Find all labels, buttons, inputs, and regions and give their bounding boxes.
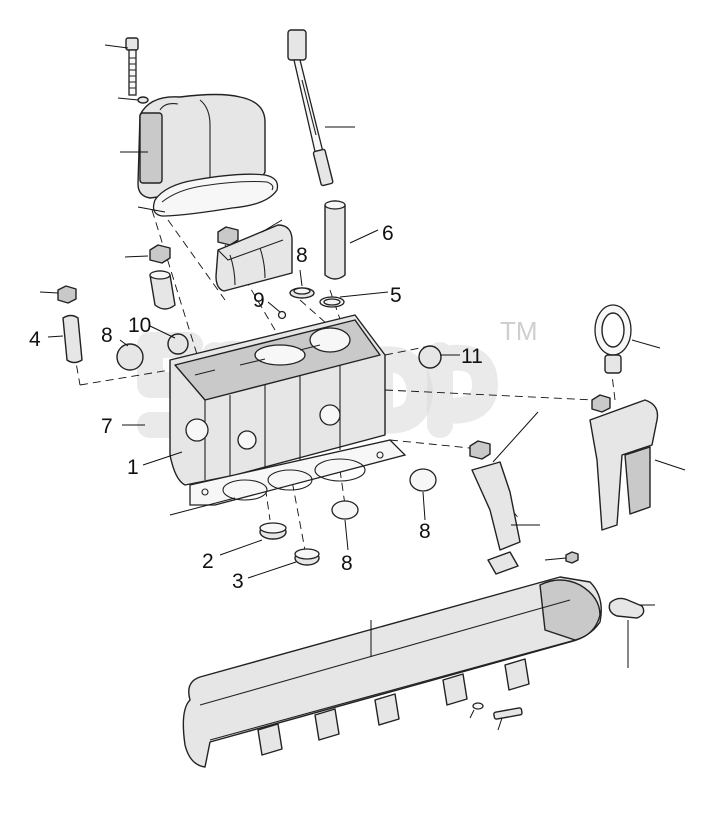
fuel-rail [182,576,602,768]
valve-cover [137,93,266,199]
watermark-tm: TM [500,316,538,346]
injector-bracket [589,394,659,531]
o-rings [277,287,345,320]
callout-7: 7 [101,415,113,438]
pushrod-tube-4 [57,285,83,364]
lifting-eye [594,304,632,374]
callout-labels: 1 2 3 4 5 6 7 8 8 8 8 9 10 11 [29,222,483,593]
cylinder-head [169,314,386,486]
rocker-arm [469,440,521,575]
callout-6: 6 [382,222,394,245]
callout-10: 10 [128,314,151,337]
cylinder-head-gasket [189,439,407,506]
leader-lines [39,44,686,731]
callout-5: 5 [390,284,402,307]
cover-bolt [125,37,149,104]
callout-3: 3 [232,570,244,593]
rocker-bridge [215,224,293,292]
long-stud-bolt [287,29,334,187]
callout-8-right: 8 [419,520,431,543]
callout-9: 9 [253,289,265,312]
valve-cover-gasket [152,173,279,217]
banjo-fittings [472,551,645,720]
callout-8-left: 8 [101,324,113,347]
expansion-plugs [116,333,442,371]
injector-sleeve-6 [324,200,346,280]
bottom-cups [259,468,437,566]
cover-nuts [149,226,239,310]
callout-11: 11 [461,345,483,368]
callout-8-upper: 8 [296,244,308,267]
callout-8-bottom: 8 [341,552,353,575]
callout-1: 1 [127,456,139,479]
callout-2: 2 [202,550,214,573]
callout-4: 4 [29,328,41,351]
